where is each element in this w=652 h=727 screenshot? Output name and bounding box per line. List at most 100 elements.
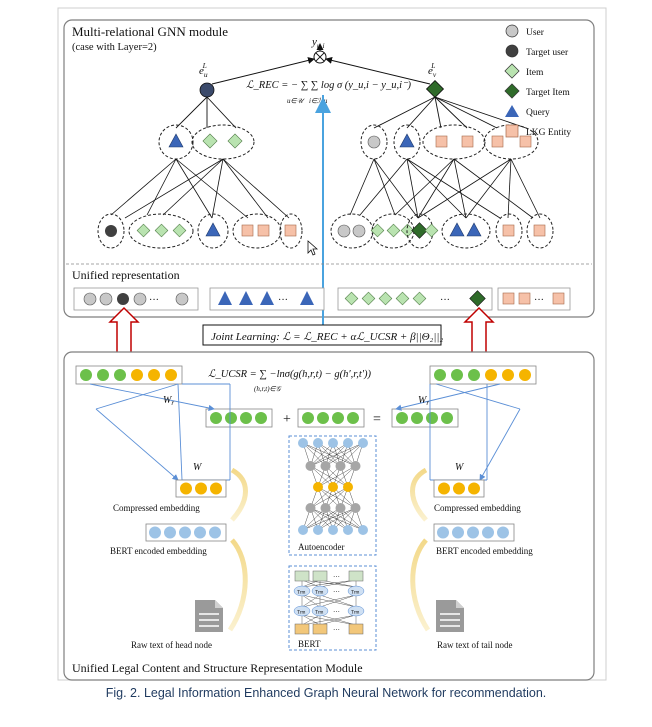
- otimes-icon: [315, 52, 325, 62]
- raw-text-right: Raw text of tail node: [437, 640, 512, 650]
- trm-label: Trm: [315, 611, 324, 616]
- autoencoder-node: [320, 461, 331, 471]
- legend-label: Item: [526, 68, 544, 78]
- autoencoder-node: [305, 461, 316, 471]
- trm-label: Trm: [351, 591, 360, 596]
- ellipsis: ···: [333, 588, 340, 596]
- embedding-dot: [317, 412, 329, 424]
- curve-arrow-right-lower: [410, 538, 431, 632]
- ellipsis: ···: [149, 295, 159, 306]
- autoencoder-node: [343, 525, 353, 535]
- bert-token: [348, 570, 364, 582]
- trm-node: [311, 585, 329, 597]
- target-item-node: [411, 222, 428, 239]
- autoencoder-node: [313, 438, 323, 448]
- rec-loss-sum-u: u∈𝒰: [287, 97, 306, 105]
- embedding-dot: [194, 526, 206, 539]
- ellipsis: ···: [440, 295, 450, 306]
- document-icon: [195, 600, 223, 632]
- embedding-dot: [519, 369, 531, 381]
- embedding-dot: [332, 412, 344, 424]
- embedding-dot: [255, 412, 267, 424]
- embedding-dot: [209, 526, 221, 539]
- embedding-dot: [302, 412, 314, 424]
- embedding-dot: [502, 369, 514, 381]
- gnn-module: Multi-relational GNN module (case with L…: [63, 19, 595, 330]
- autoencoder-node: [358, 438, 368, 448]
- raw-text-left: Raw text of head node: [131, 640, 212, 650]
- curve-arrow-left-upper: [230, 467, 248, 522]
- gnn-module-box: [63, 19, 595, 318]
- ellipsis: ···: [333, 573, 340, 581]
- query-node: [168, 133, 184, 148]
- embedding-dot: [411, 412, 423, 424]
- trm-node: [347, 585, 365, 597]
- embedding-dot: [452, 526, 464, 539]
- w-right: W: [455, 462, 465, 473]
- embedding-dot: [195, 482, 207, 495]
- autoencoder-node: [305, 503, 316, 513]
- embedding-dot: [441, 412, 453, 424]
- autoencoder-node: [343, 482, 353, 492]
- embedding-dot: [131, 369, 143, 381]
- trm-label: Trm: [297, 611, 306, 616]
- autoencoder-net: [298, 438, 368, 535]
- embedding-dot: [396, 412, 408, 424]
- plus-sign: +: [283, 412, 291, 427]
- trm-node: [293, 585, 311, 597]
- target-user-node: [105, 225, 117, 237]
- legend-label: LKG Entity: [526, 128, 571, 138]
- ucsr-loss-formula: ℒ_UCSR = ∑ −lnσ(g(h,r,t) − g(h′,r,t′)): [208, 369, 372, 380]
- legend-item: Item: [504, 63, 544, 79]
- document-icon: [436, 600, 464, 632]
- ellipsis: ···: [278, 295, 288, 306]
- autoencoder-node: [328, 482, 338, 492]
- autoencoder-node: [313, 482, 323, 492]
- unified-rep-row: ··· ··· ··· ···: [73, 287, 571, 311]
- bert-token: [348, 623, 364, 635]
- w-left: W: [193, 462, 203, 473]
- mouse-cursor-icon: [307, 240, 319, 256]
- gnn-subtitle: (case with Layer=2): [72, 42, 157, 53]
- embedding-dot: [437, 526, 449, 539]
- trm-label: Trm: [351, 611, 360, 616]
- autoencoder-node: [358, 525, 368, 535]
- embedding-dot: [347, 412, 359, 424]
- item-node: [202, 133, 218, 149]
- trm-node: [293, 605, 311, 617]
- equals-sign: =: [373, 412, 381, 427]
- eu-label: euL: [199, 61, 208, 79]
- autoencoder-node: [343, 438, 353, 448]
- embedding-dot: [451, 369, 463, 381]
- autoencoder-node: [320, 503, 331, 513]
- embedding-dot: [468, 482, 480, 495]
- trm-label: Trm: [315, 591, 324, 596]
- wr-left: Wr: [163, 395, 174, 407]
- ellipsis: ···: [333, 626, 340, 634]
- ucsr-module: Unified Legal Content and Structure Repr…: [63, 351, 595, 681]
- legend-item: Query: [505, 105, 550, 118]
- embedding-dot: [225, 412, 237, 424]
- embedding-dot: [438, 482, 450, 495]
- legend-item: Target user: [505, 44, 569, 58]
- embedding-dot: [453, 482, 465, 495]
- ev-node: [425, 79, 445, 99]
- rec-loss-formula: ℒ_REC = − ∑ ∑ log σ (y_u,i − y_u,i⁻): [246, 80, 412, 91]
- embedding-dot: [210, 482, 222, 495]
- autoencoder-node: [350, 461, 361, 471]
- embedding-dot: [467, 526, 479, 539]
- bert-token: [312, 623, 328, 635]
- ucsr-title: Unified Legal Content and Structure Repr…: [72, 661, 363, 675]
- autoencoder-node: [313, 525, 323, 535]
- embedding-dot: [434, 369, 446, 381]
- gnn-title: Multi-relational GNN module: [72, 24, 228, 39]
- embedding-dot: [97, 369, 109, 381]
- curve-arrow-right-upper: [410, 467, 428, 522]
- embedding-dot: [80, 369, 92, 381]
- embedding-dot: [180, 482, 192, 495]
- bert-label-left: BERT encoded embedding: [110, 546, 207, 556]
- autoencoder-node: [298, 438, 308, 448]
- compressed-label-left: Compressed embedding: [113, 503, 200, 513]
